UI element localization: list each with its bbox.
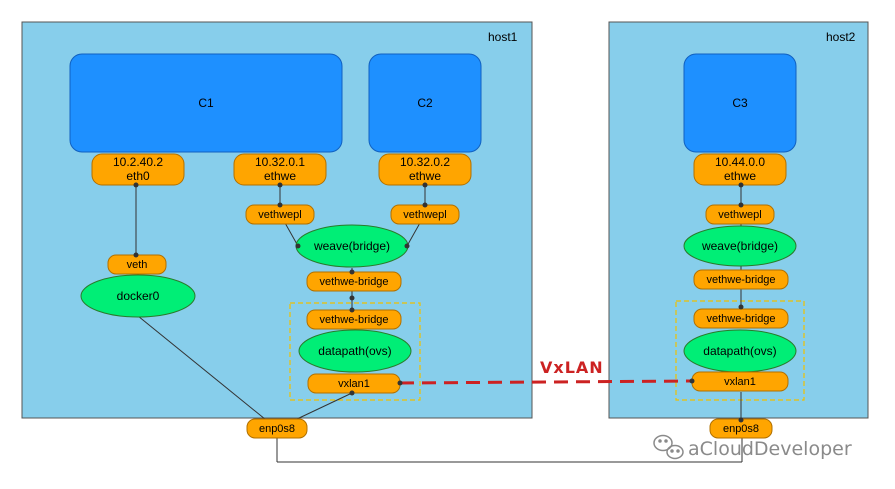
c1-ethwe-name: ethwe <box>264 169 296 183</box>
vxlan-tunnel-line <box>399 379 693 385</box>
watermark-text: aCloudDeveloper <box>688 438 852 460</box>
container-c3-label: C3 <box>732 96 748 110</box>
host1-vethwe-bridge-top-label: vethwe-bridge <box>319 276 388 288</box>
host1-vethwe-bridge-inner-label: vethwe-bridge <box>319 314 388 326</box>
host1-datapath-group <box>289 302 421 401</box>
c2-ethwe-name: ethwe <box>409 169 441 183</box>
host1-docker0 <box>80 274 196 318</box>
host2-vethwe-bridge-inner-label: vethwe-bridge <box>706 313 775 325</box>
host2-vethwepl-label: vethwepl <box>718 209 761 221</box>
host1-enp0s8 <box>246 418 308 439</box>
container-c1-label: C1 <box>198 96 214 110</box>
host1-enp0s8-label: enp0s8 <box>259 423 295 435</box>
host1-datapath <box>298 329 412 373</box>
host1-vethwepl-a-label: vethwepl <box>258 209 301 221</box>
connector-dots <box>133 182 744 423</box>
c3-ethwe-ip: 10.44.0.0 <box>715 155 765 169</box>
container-c2-label: C2 <box>417 96 433 110</box>
host2-vethwe-bridge-top <box>693 269 789 290</box>
wechat-icon <box>653 434 684 460</box>
host1-docker0-label: docker0 <box>117 289 160 303</box>
host2-enp0s8-label: enp0s8 <box>723 423 759 435</box>
c3-ethwe-name: ethwe <box>724 169 756 183</box>
c1-eth0-ip: 10.2.40.2 <box>113 155 163 169</box>
host2-vethwe-bridge-top-label: vethwe-bridge <box>706 274 775 286</box>
c2-ethwe-ip: 10.32.0.2 <box>400 155 450 169</box>
c1-eth0-name: eth0 <box>126 169 150 183</box>
host1-datapath-label: datapath(ovs) <box>318 344 391 358</box>
host2-datapath-group <box>675 300 805 401</box>
watermark: aCloudDeveloper <box>653 434 852 460</box>
host2-label: host2 <box>826 30 856 44</box>
container-c1 <box>69 53 343 153</box>
host1-vxlan1-label: vxlan1 <box>338 378 370 390</box>
host2-weave-bridge-label: weave(bridge) <box>701 239 778 253</box>
container-c2 <box>368 53 482 153</box>
host1-veth-label: veth <box>127 259 148 271</box>
container-c3 <box>683 53 797 153</box>
host2-weave-bridge <box>683 225 797 267</box>
host2-vxlan1-label: vxlan1 <box>724 376 756 388</box>
host1-vethwepl-b-label: vethwepl <box>403 209 446 221</box>
vxlan-tunnel-label: VxLAN <box>540 358 604 377</box>
host2-datapath-label: datapath(ovs) <box>703 344 776 358</box>
host1-weave-bridge-label: weave(bridge) <box>313 239 390 253</box>
c1-ethwe-ip: 10.32.0.1 <box>255 155 305 169</box>
host1-label: host1 <box>488 30 518 44</box>
